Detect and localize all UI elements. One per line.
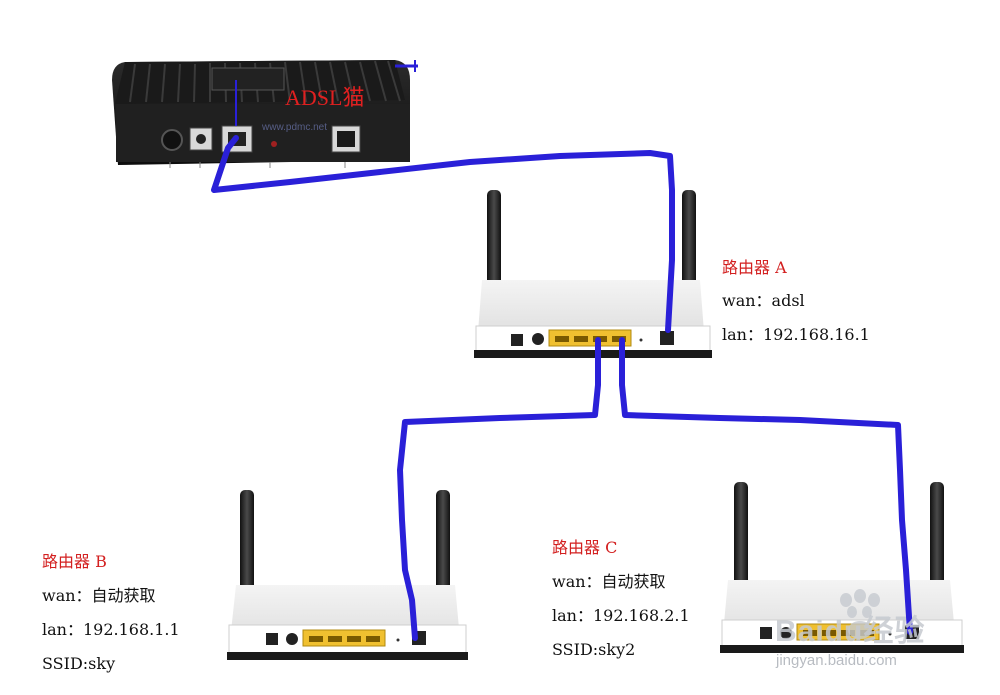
router-c-wan: wan：自动获取: [552, 572, 666, 591]
router-b-ssid: SSID:sky: [42, 654, 116, 673]
router-a-name: 路由器 A: [722, 258, 787, 277]
router-c-name: 路由器 C: [552, 538, 618, 557]
baidu-watermark-url: jingyan.baidu.com: [776, 652, 897, 669]
cable-router-a-to-router-b: [397, 337, 601, 641]
router-a: [474, 190, 712, 358]
router-c: [720, 482, 964, 653]
adsl-modem: [112, 60, 418, 168]
cable-router-a-to-router-c: [619, 337, 913, 635]
cable-modem-to-router-a: [211, 135, 675, 333]
modem-url-watermark: www.pdmc.net: [262, 122, 328, 133]
router-c-lan: lan：192.168.2.1: [552, 606, 690, 625]
router-b-wan: wan：自动获取: [42, 586, 156, 605]
router-a-wan: wan：adsl: [722, 291, 805, 310]
cables: [211, 135, 913, 641]
baidu-watermark-logo: Baidu经验: [775, 615, 926, 648]
router-a-lan: lan：192.168.16.1: [722, 325, 870, 344]
router-b: [227, 490, 468, 660]
modem-label: ADSL猫: [285, 85, 365, 110]
router-b-name: 路由器 B: [42, 552, 107, 571]
router-c-ssid: SSID:sky2: [552, 640, 636, 659]
baidu-paw-watermark: [840, 589, 880, 639]
router-b-lan: lan：192.168.1.1: [42, 620, 180, 639]
